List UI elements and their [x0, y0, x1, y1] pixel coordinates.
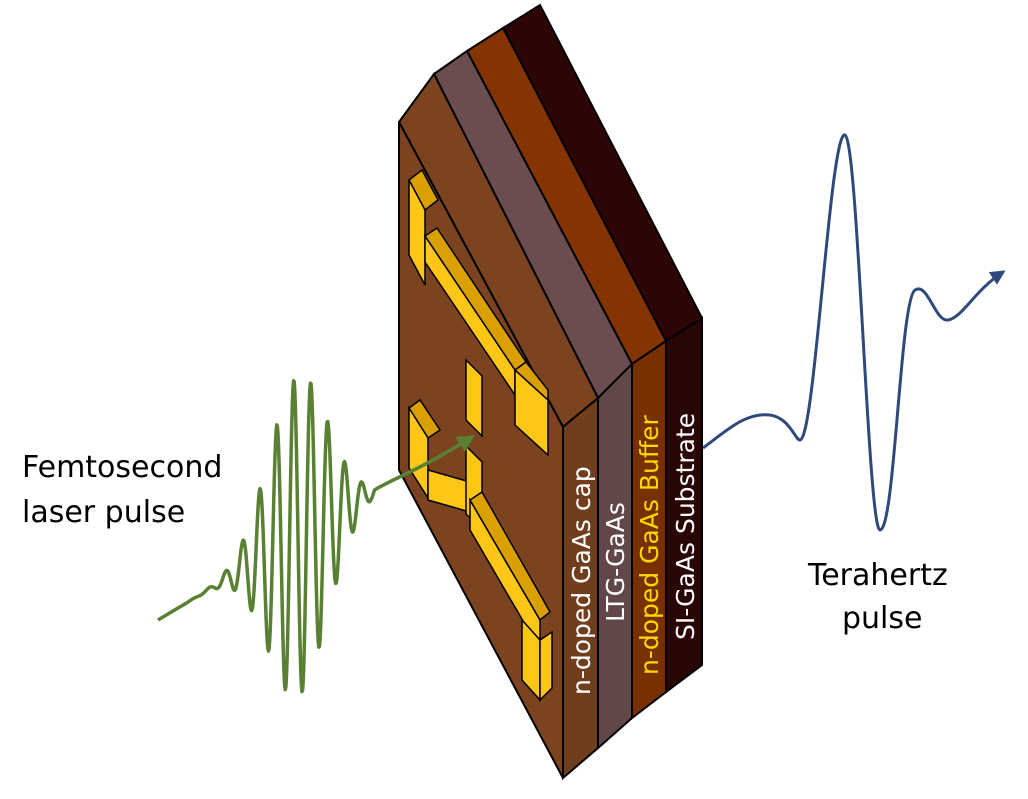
thz-caption-line1: Terahertz — [807, 558, 948, 593]
layer-label-substrate: SI-GaAs Substrate — [671, 413, 700, 640]
antenna-electrode-icon — [407, 168, 553, 702]
layer-side-substrate — [665, 316, 703, 694]
thz-caption-line2: pulse — [842, 601, 922, 636]
layer-label-buffer: n-doped GaAs Buffer — [635, 415, 664, 675]
laser-wave-icon — [156, 379, 475, 694]
terahertz-wave-icon — [702, 133, 1006, 532]
wafer-block: n-doped GaAs cap LTG-GaAs n-doped GaAs B… — [397, 3, 704, 781]
laser-caption-line1: Femtosecond — [22, 450, 222, 485]
laser-caption-line2: laser pulse — [22, 495, 185, 530]
layer-label-cap: n-doped GaAs cap — [567, 466, 596, 695]
layer-label-ltg: LTG-GaAs — [601, 502, 630, 622]
